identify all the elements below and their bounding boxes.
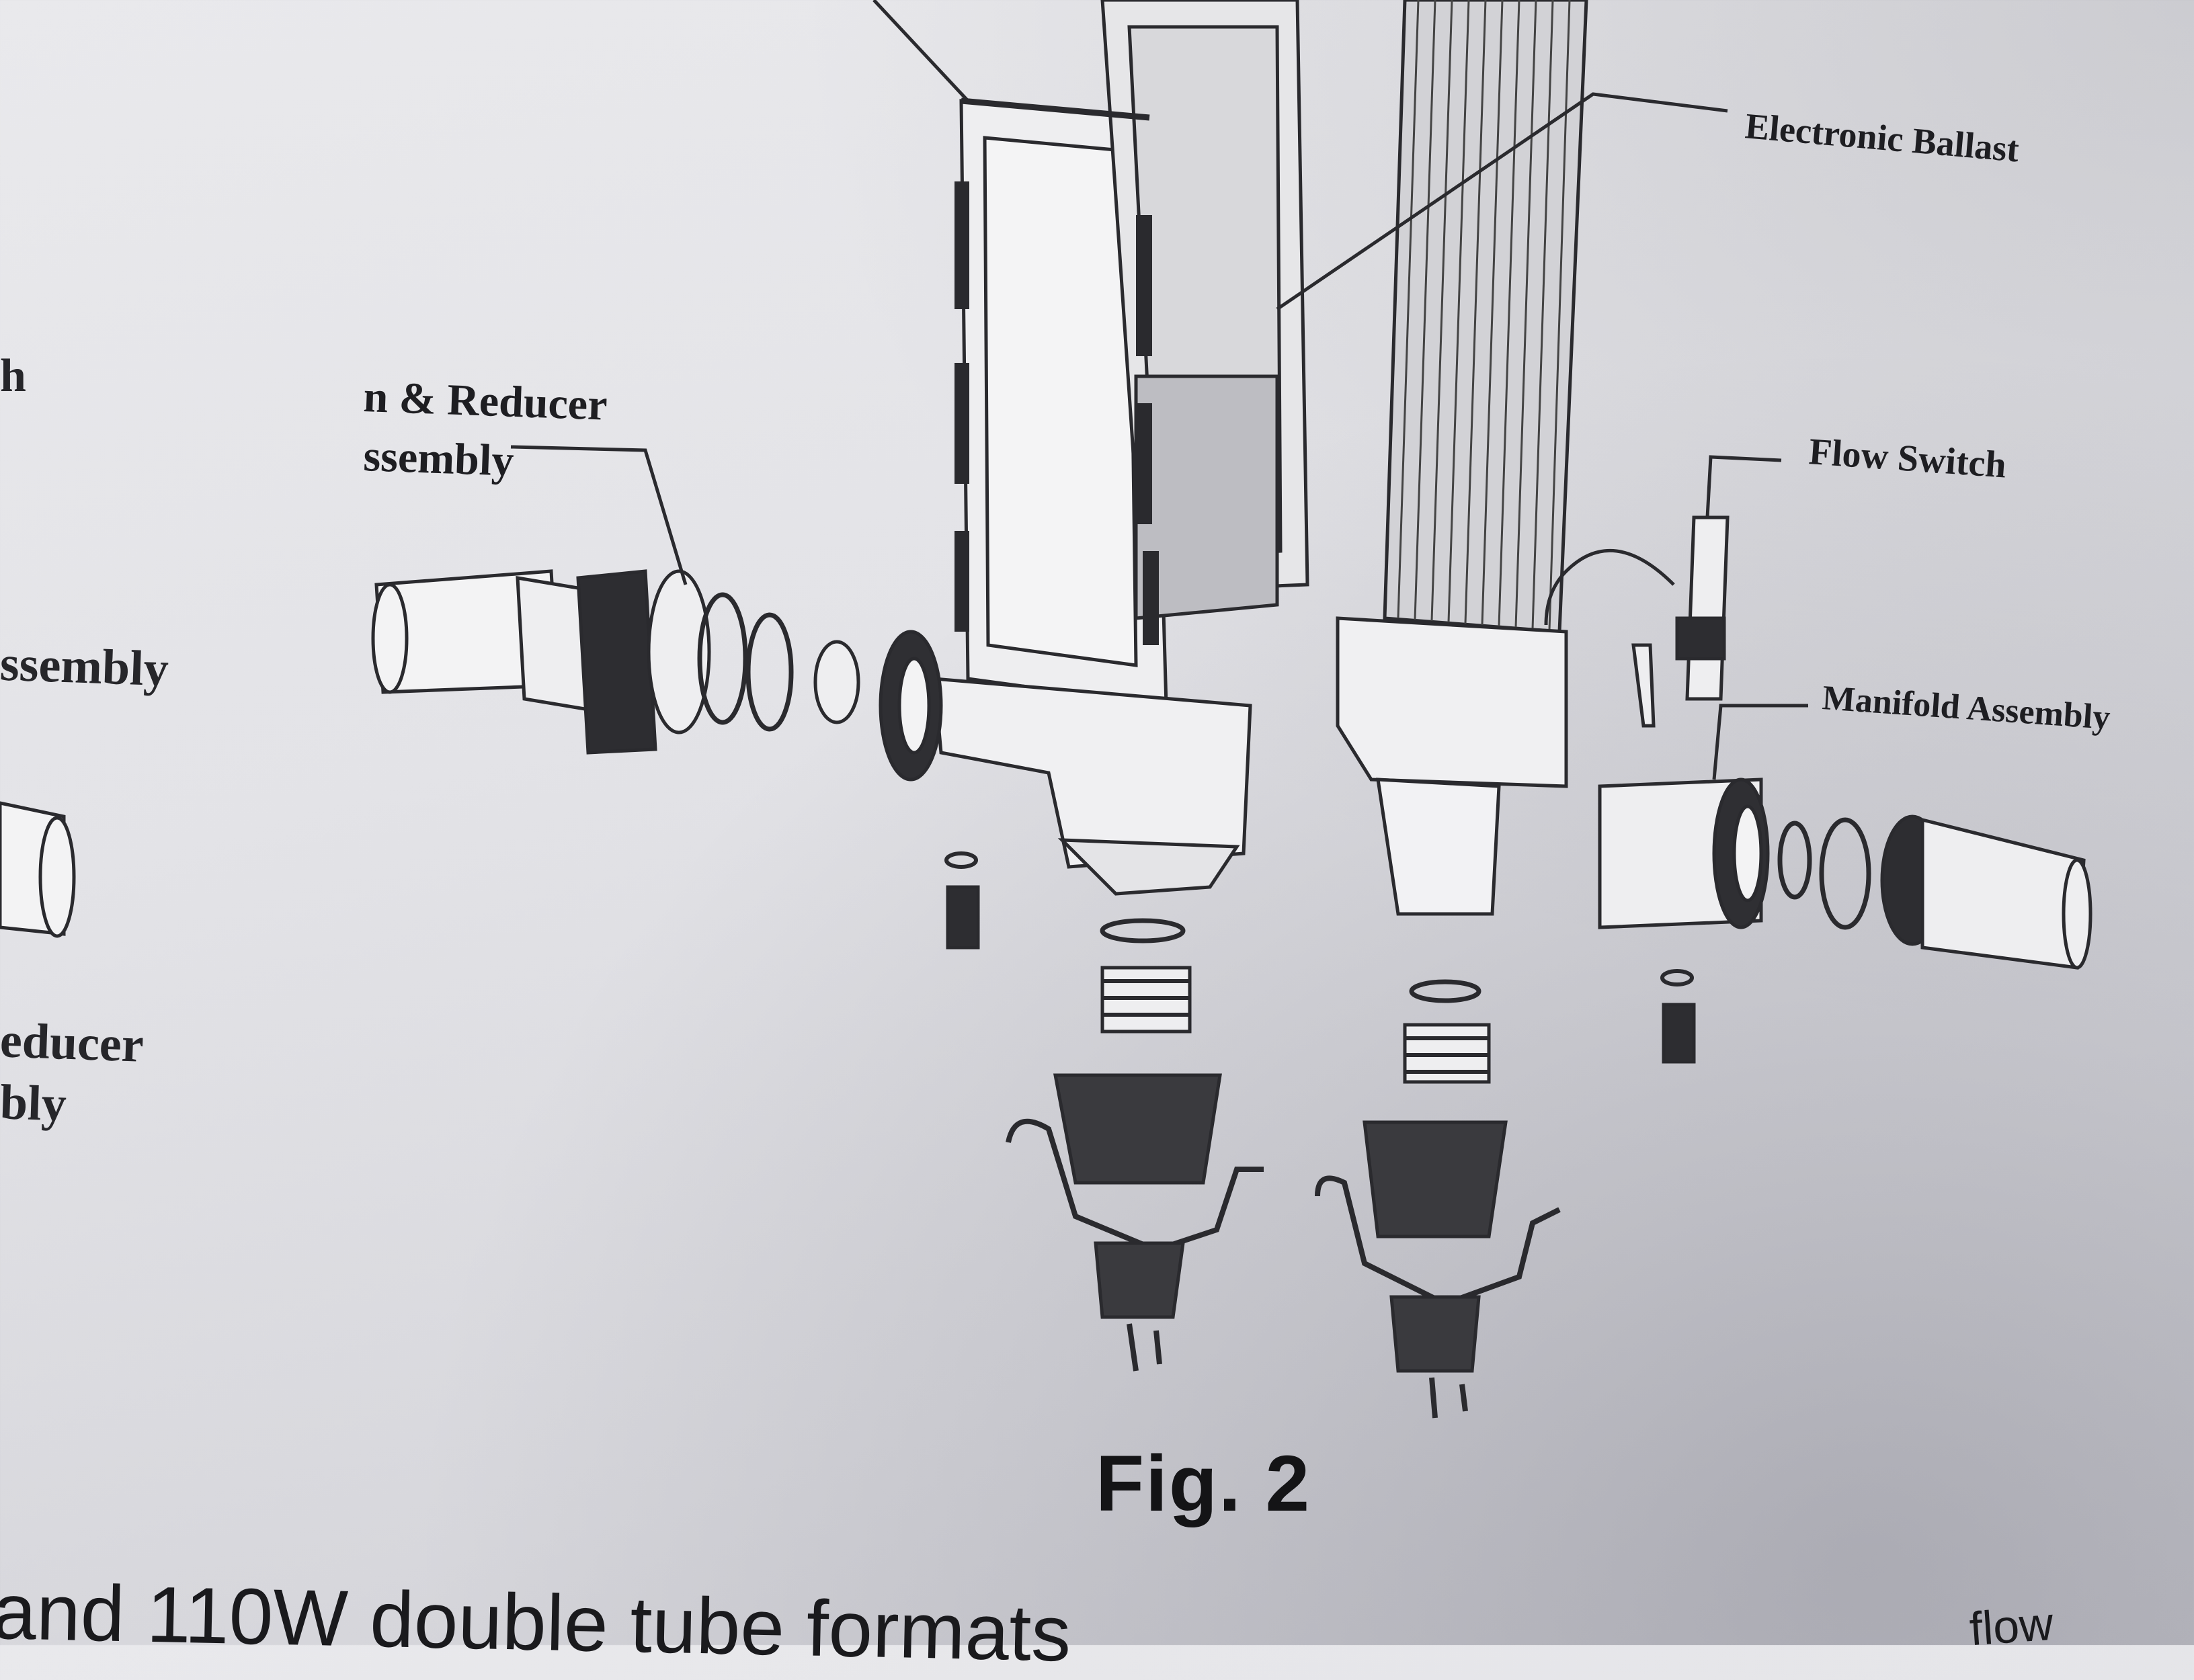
margin-pipe [0,801,76,938]
label-flow-switch: Flow Switch [1807,431,2008,486]
label-union-reducer-line2: ssembly [362,431,514,486]
control-housing [954,0,1309,708]
right-union-assembly [1544,515,2093,970]
body-text-right: flow [1967,1597,2056,1656]
right-lamp-socket [1315,979,1561,1419]
figure-caption: Fig. 2 [1096,1439,1311,1528]
margin-text-reducer: educer [0,1013,145,1073]
margin-text-h: h [0,350,26,402]
left-union-assembly [371,569,943,782]
label-union-reducer-line1: n & Reducer [362,372,608,430]
left-manifold [932,677,1252,896]
leader-lines [510,92,1808,780]
exploded-diagram: Electronic Ballast Flow Switch Manifold … [0,0,2111,1419]
left-lamp-socket [1006,918,1264,1372]
small-fittings [944,851,1696,1064]
margin-text-bly: bly [0,1075,68,1132]
margin-text-assembly: ssembly [0,636,170,698]
label-manifold-assembly: Manifold Assembly [1821,679,2111,737]
label-electronic-ballast: Electronic Ballast [1744,106,2021,169]
uv-chamber-tube [1336,0,1588,916]
